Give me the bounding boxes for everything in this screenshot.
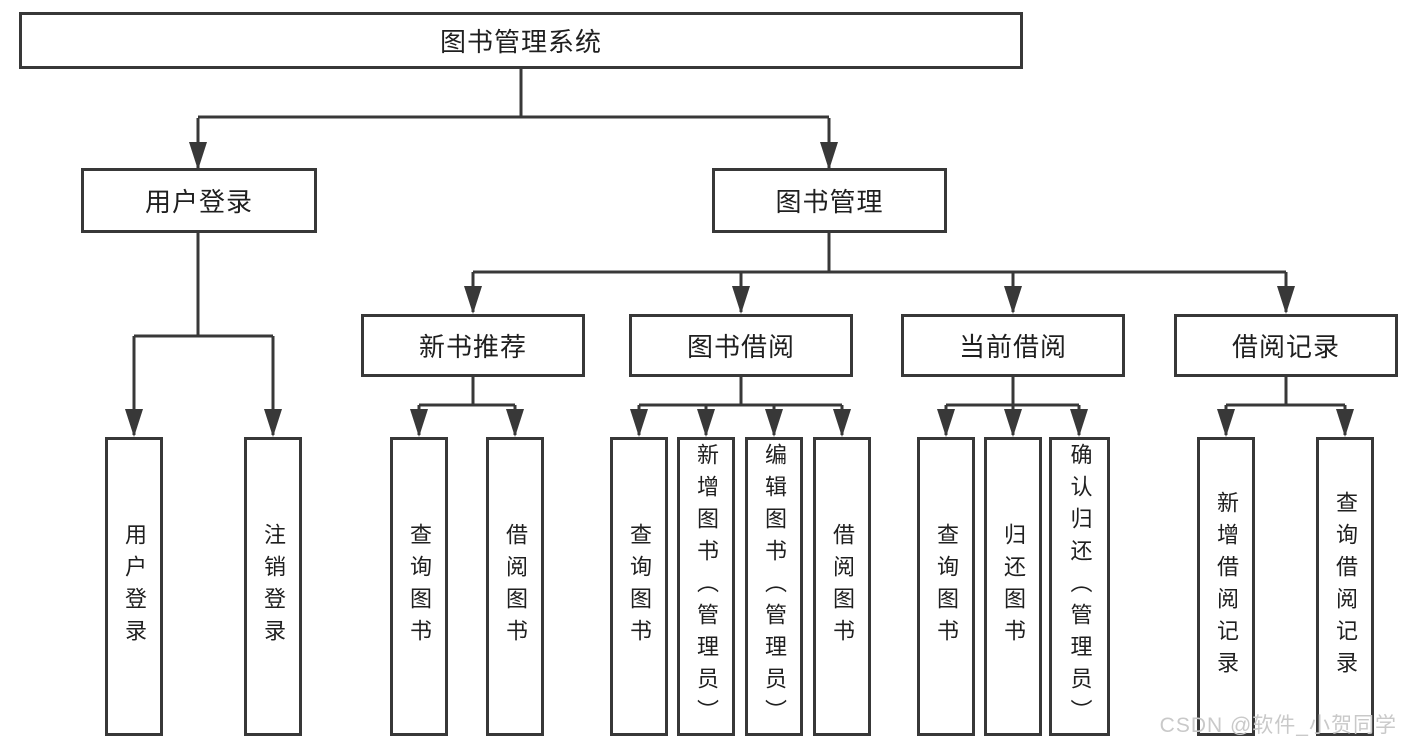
arrow-to-book-borrow xyxy=(732,286,750,314)
node-book-management-label: 图书管理 xyxy=(775,187,884,217)
leaf-br-add-record: 新增借阅记录 xyxy=(1197,437,1255,736)
connector-user-login-branch xyxy=(125,233,282,437)
leaf-br-query-record: 查询借阅记录 xyxy=(1316,437,1374,736)
node-current-borrow: 当前借阅 xyxy=(901,314,1125,377)
connector-root-branch xyxy=(189,69,838,170)
arrow-to-book-management xyxy=(820,142,838,170)
leaf-cb-confirm-return-admin-label: 确认归还（管理员） xyxy=(1067,442,1093,731)
connector-book-management-branch xyxy=(464,233,1295,314)
leaf-cb-return-books: 归还图书 xyxy=(984,437,1042,736)
connector-book-borrow-branch xyxy=(630,377,851,437)
leaf-cb-query-books-label: 查询图书 xyxy=(934,522,959,651)
node-new-book-recommend-label: 新书推荐 xyxy=(418,332,527,362)
node-book-management: 图书管理 xyxy=(712,168,947,233)
node-current-borrow-label: 当前借阅 xyxy=(958,332,1067,362)
leaf-logout-label: 注销登录 xyxy=(261,522,286,651)
leaf-bb-query-books: 查询图书 xyxy=(610,437,668,736)
node-new-book-recommend: 新书推荐 xyxy=(361,314,585,377)
arrow-to-new-book-recommend xyxy=(464,286,482,314)
leaf-bb-add-books-admin-label: 新增图书（管理员） xyxy=(694,442,719,731)
leaf-cb-query-books: 查询图书 xyxy=(917,437,975,736)
leaf-nb-borrow-books-label: 借阅图书 xyxy=(503,522,528,651)
leaf-bb-edit-books-admin: 编辑图书（管理员） xyxy=(745,437,803,736)
arrow-to-leaf-logout xyxy=(264,409,282,437)
arrow-to-user-login xyxy=(189,142,207,170)
node-user-login-label: 用户登录 xyxy=(144,187,253,217)
node-borrow-records: 借阅记录 xyxy=(1174,314,1398,377)
connector-current-borrow-branch xyxy=(937,377,1088,437)
leaf-nb-query-books-label: 查询图书 xyxy=(407,522,432,651)
leaf-cb-confirm-return-admin: 确认归还（管理员） xyxy=(1049,437,1110,736)
csdn-watermark: CSDN @软件_小贺同学 xyxy=(1159,714,1397,737)
node-root-label: 图书管理系统 xyxy=(439,27,602,57)
arrow-to-borrow-records xyxy=(1277,286,1295,314)
node-root: 图书管理系统 xyxy=(19,12,1023,69)
node-borrow-records-label: 借阅记录 xyxy=(1231,332,1340,362)
leaf-br-add-record-label: 新增借阅记录 xyxy=(1214,490,1239,683)
leaf-nb-borrow-books: 借阅图书 xyxy=(486,437,544,736)
connector-new-book-recommend-branch xyxy=(410,377,524,437)
leaf-bb-query-books-label: 查询图书 xyxy=(627,522,652,651)
leaf-br-query-record-label: 查询借阅记录 xyxy=(1333,490,1358,683)
arrow-to-current-borrow xyxy=(1004,286,1022,314)
leaf-bb-borrow-books: 借阅图书 xyxy=(813,437,871,736)
leaf-user-login-label: 用户登录 xyxy=(122,522,147,651)
leaf-user-login: 用户登录 xyxy=(105,437,163,736)
node-book-borrow-label: 图书借阅 xyxy=(686,332,795,362)
leaf-bb-add-books-admin: 新增图书（管理员） xyxy=(677,437,735,736)
node-user-login: 用户登录 xyxy=(81,168,317,233)
connector-borrow-records-branch xyxy=(1217,377,1354,437)
leaf-logout: 注销登录 xyxy=(244,437,302,736)
leaf-nb-query-books: 查询图书 xyxy=(390,437,448,736)
leaf-bb-edit-books-admin-label: 编辑图书（管理员） xyxy=(762,442,787,731)
arrow-to-leaf-user-login xyxy=(125,409,143,437)
leaf-cb-return-books-label: 归还图书 xyxy=(1001,522,1026,651)
node-book-borrow: 图书借阅 xyxy=(629,314,853,377)
leaf-bb-borrow-books-label: 借阅图书 xyxy=(830,522,855,651)
